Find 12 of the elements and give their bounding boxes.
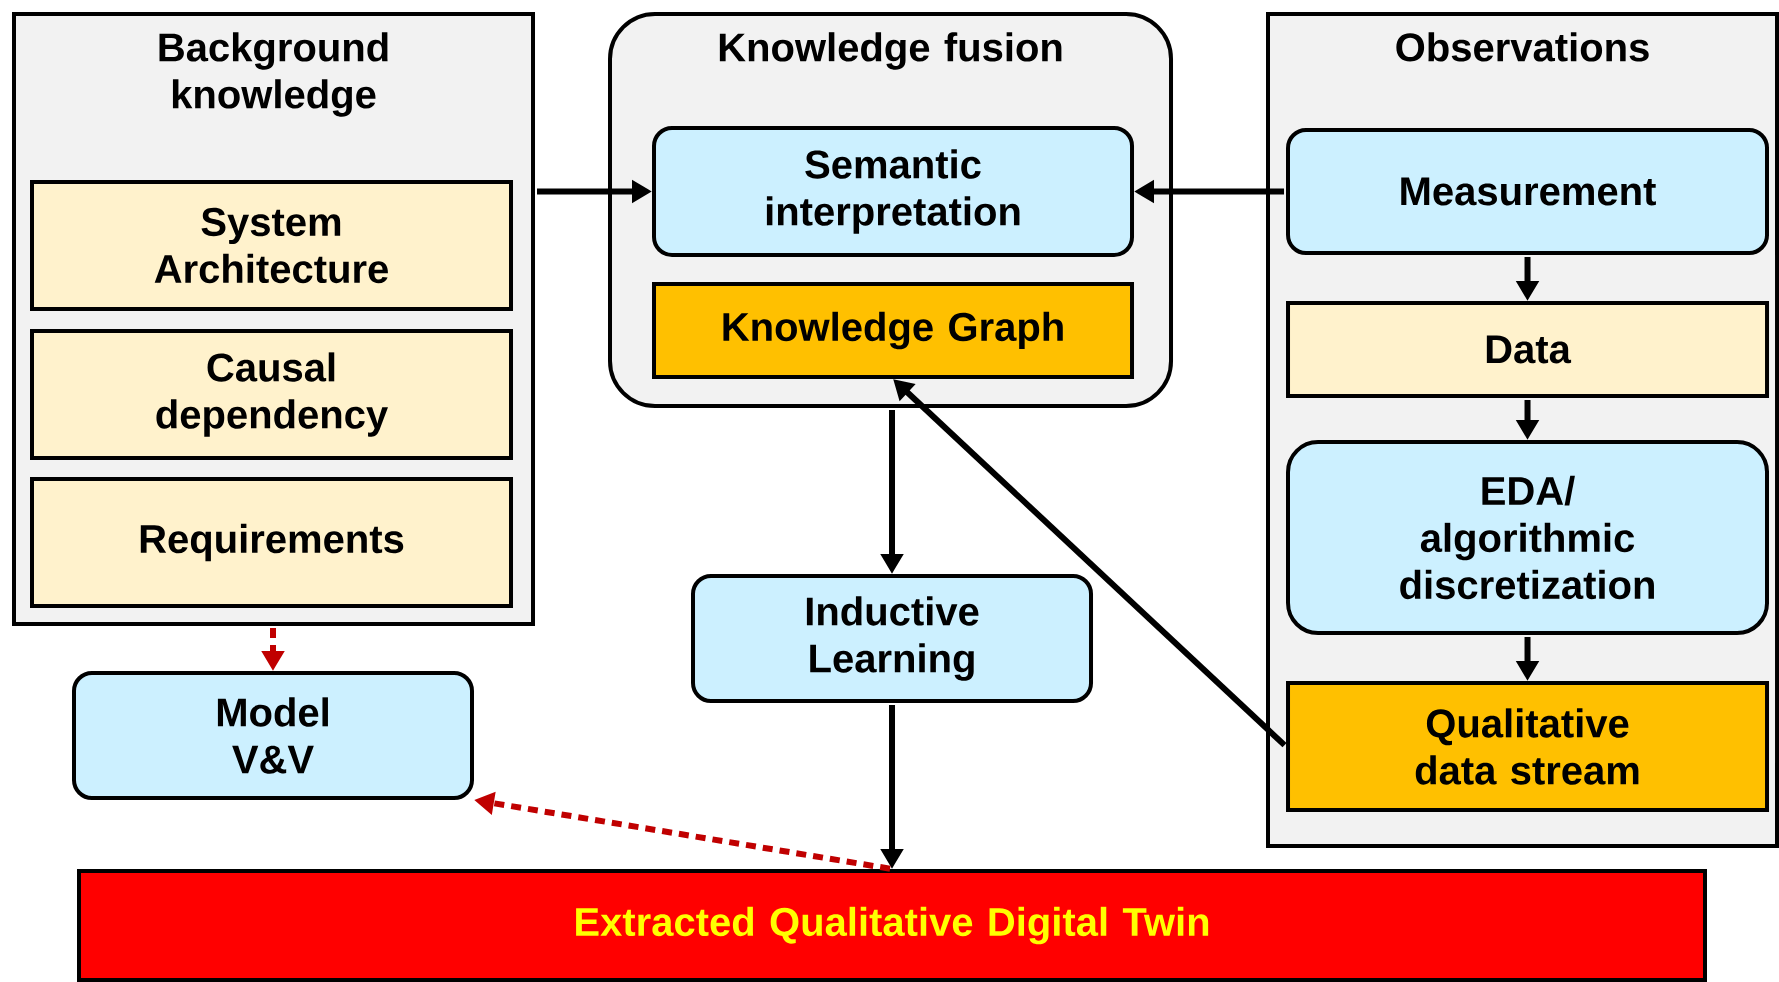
component-box: System Architecture bbox=[30, 180, 513, 311]
process-box: Measurement bbox=[1286, 128, 1770, 255]
process-box: Semantic interpretation bbox=[652, 126, 1134, 257]
result-box: Knowledge Graph bbox=[652, 282, 1134, 379]
component-box: Data bbox=[1286, 301, 1770, 398]
component-box: Causal dependency bbox=[30, 329, 513, 460]
process-box: Model V&V bbox=[72, 671, 474, 800]
component-box: Requirements bbox=[30, 477, 513, 608]
process-box: EDA/ algorithmic discretization bbox=[1286, 440, 1770, 635]
output-bar: Extracted Qualitative Digital Twin bbox=[77, 869, 1708, 982]
result-box: Qualitative data stream bbox=[1286, 681, 1770, 812]
process-box: Inductive Learning bbox=[691, 574, 1093, 703]
